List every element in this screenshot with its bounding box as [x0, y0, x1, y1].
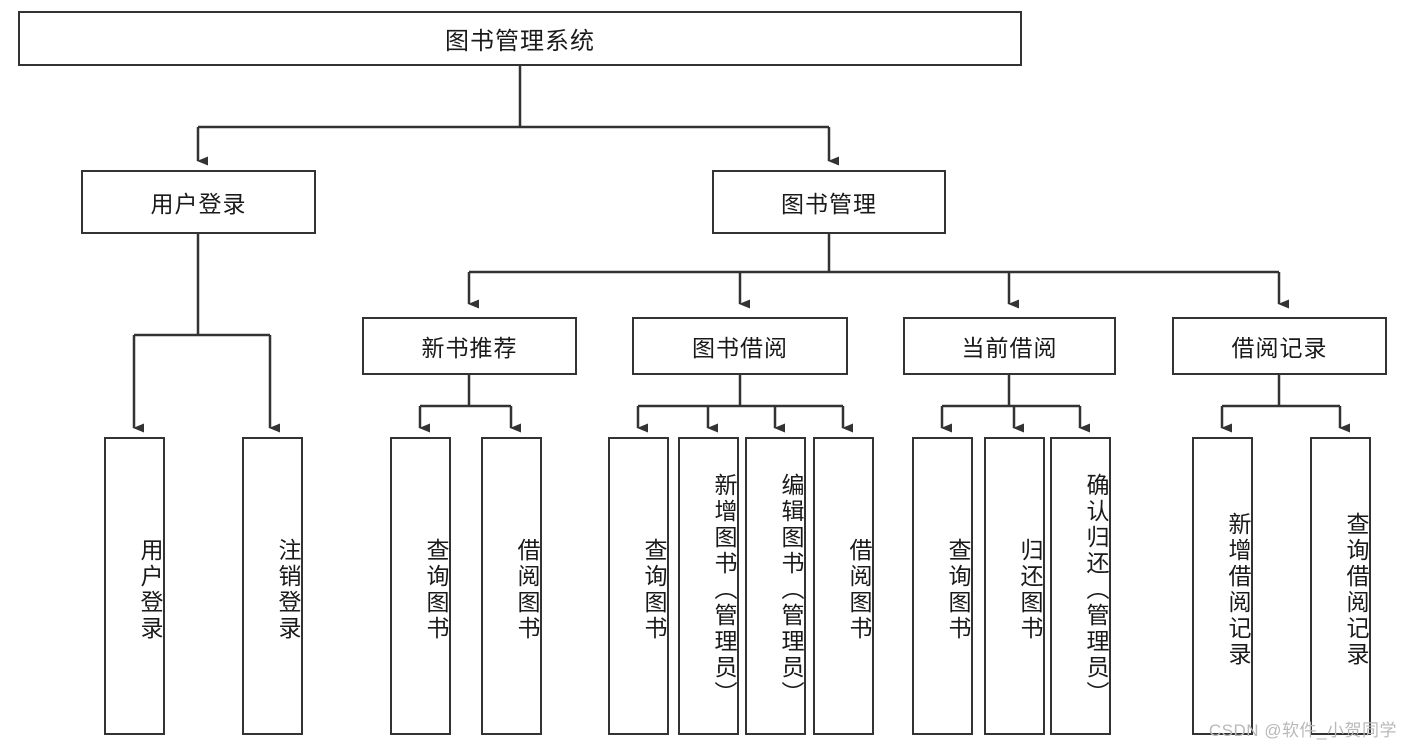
- node-label: 图书管理: [781, 191, 877, 217]
- node-label: 新书推荐: [421, 335, 518, 361]
- leaf-book-borrow-edit[interactable]: 编辑图书（管理员）: [745, 437, 806, 735]
- node-label: 新增借阅记录: [1225, 512, 1251, 668]
- node-label: 用户登录: [150, 191, 247, 217]
- node-label: 查询图书: [641, 538, 667, 642]
- leaf-borrow-record-add[interactable]: 新增借阅记录: [1192, 437, 1253, 735]
- leaf-book-borrow-borrow[interactable]: 借阅图书: [813, 437, 874, 735]
- node-book-borrow[interactable]: 图书借阅: [632, 317, 848, 375]
- node-label: 查询借阅记录: [1343, 512, 1369, 668]
- node-label: 注销登录: [275, 538, 301, 642]
- leaf-borrow-record-query[interactable]: 查询借阅记录: [1310, 437, 1371, 735]
- leaf-book-borrow-add[interactable]: 新增图书（管理员）: [678, 437, 739, 735]
- node-label: 借阅图书: [846, 538, 872, 642]
- node-new-book-recommend[interactable]: 新书推荐: [362, 317, 577, 375]
- node-borrow-record[interactable]: 借阅记录: [1172, 317, 1387, 375]
- leaf-new-book-borrow[interactable]: 借阅图书: [481, 437, 542, 735]
- leaf-user-login-logout[interactable]: 注销登录: [242, 437, 303, 735]
- node-label: 归还图书: [1017, 538, 1043, 642]
- node-label: 确认归还（管理员）: [1083, 473, 1109, 707]
- node-label: 图书管理系统: [445, 28, 595, 55]
- node-current-borrow[interactable]: 当前借阅: [903, 317, 1116, 375]
- leaf-current-borrow-return[interactable]: 归还图书: [984, 437, 1045, 735]
- leaf-book-borrow-query[interactable]: 查询图书: [608, 437, 669, 735]
- node-label: 借阅记录: [1231, 335, 1328, 361]
- node-label: 借阅图书: [514, 538, 540, 642]
- watermark-text: CSDN @软件_小贺同学: [1208, 721, 1397, 740]
- node-root-system[interactable]: 图书管理系统: [18, 11, 1022, 66]
- node-label: 编辑图书（管理员）: [778, 473, 804, 707]
- leaf-current-borrow-confirm[interactable]: 确认归还（管理员）: [1050, 437, 1111, 735]
- leaf-current-borrow-query[interactable]: 查询图书: [912, 437, 973, 735]
- leaf-new-book-query[interactable]: 查询图书: [390, 437, 451, 735]
- node-label: 用户登录: [137, 538, 163, 642]
- node-label: 查询图书: [423, 538, 449, 642]
- leaf-user-login-login[interactable]: 用户登录: [104, 437, 165, 735]
- node-label: 图书借阅: [692, 335, 788, 361]
- node-book-management[interactable]: 图书管理: [712, 170, 946, 234]
- node-user-login[interactable]: 用户登录: [81, 170, 316, 234]
- node-label: 当前借阅: [961, 335, 1058, 361]
- node-label: 新增图书（管理员）: [711, 473, 737, 707]
- node-label: 查询图书: [945, 538, 971, 642]
